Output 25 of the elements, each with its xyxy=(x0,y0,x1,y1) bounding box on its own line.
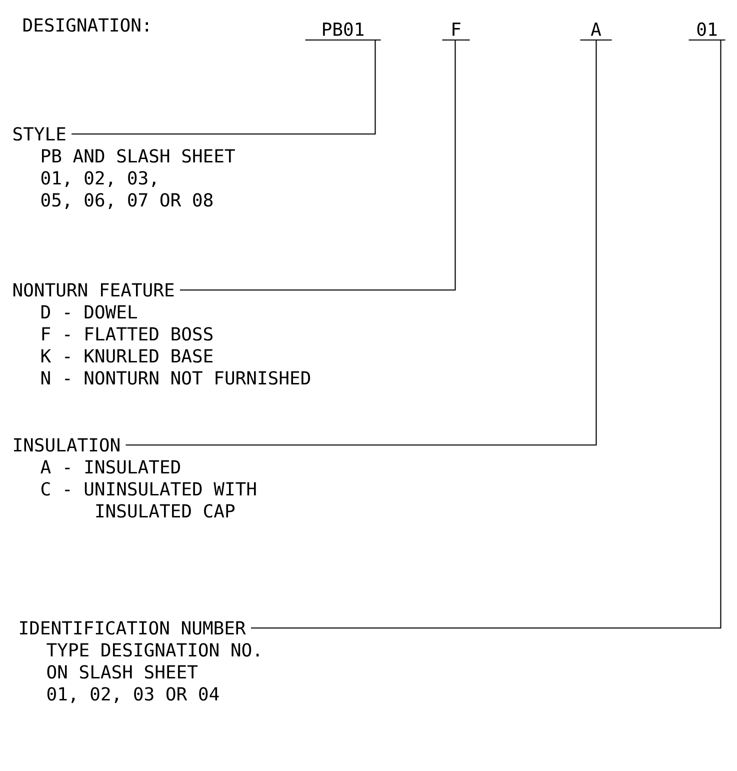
option-text: 01, 02, 03 OR 04 xyxy=(47,687,219,703)
option-text: D - DOWEL xyxy=(41,305,137,319)
designation-label: DESIGNATION: xyxy=(23,18,148,32)
option-text: ON SLASH SHEET xyxy=(47,665,198,679)
option-text: PB AND SLASH SHEET xyxy=(42,149,235,163)
category-heading: IDENTIFICATION NUMBER xyxy=(20,621,246,635)
option-text: TYPE DESIGNATION NO. xyxy=(46,643,259,657)
option-text: A - INSULATED xyxy=(40,460,180,474)
option-text: N - NONTURN NOT FURNISHED xyxy=(41,371,310,385)
code-segment: A xyxy=(580,22,612,41)
code-segment: PB01 xyxy=(305,22,381,41)
category-heading: NONTURN FEATURE xyxy=(13,283,174,297)
leader-line xyxy=(126,40,597,446)
code-segment: F xyxy=(442,22,470,41)
option-text: K - KNURLED BASE xyxy=(41,349,212,363)
option-text: 01, 02, 03, xyxy=(41,171,156,187)
option-text: C - UNINSULATED WITH INSULATED CAP xyxy=(41,482,256,518)
category-heading: STYLE xyxy=(13,127,66,141)
option-text: 05, 06, 07 OR 08 xyxy=(41,193,212,209)
leader-line xyxy=(250,40,722,629)
code-segment: 01 xyxy=(688,22,726,41)
leader-line xyxy=(72,40,376,135)
option-text: F - FLATTED BOSS xyxy=(42,327,212,341)
category-heading: INSULATION xyxy=(14,438,120,452)
leader-line xyxy=(180,40,456,291)
